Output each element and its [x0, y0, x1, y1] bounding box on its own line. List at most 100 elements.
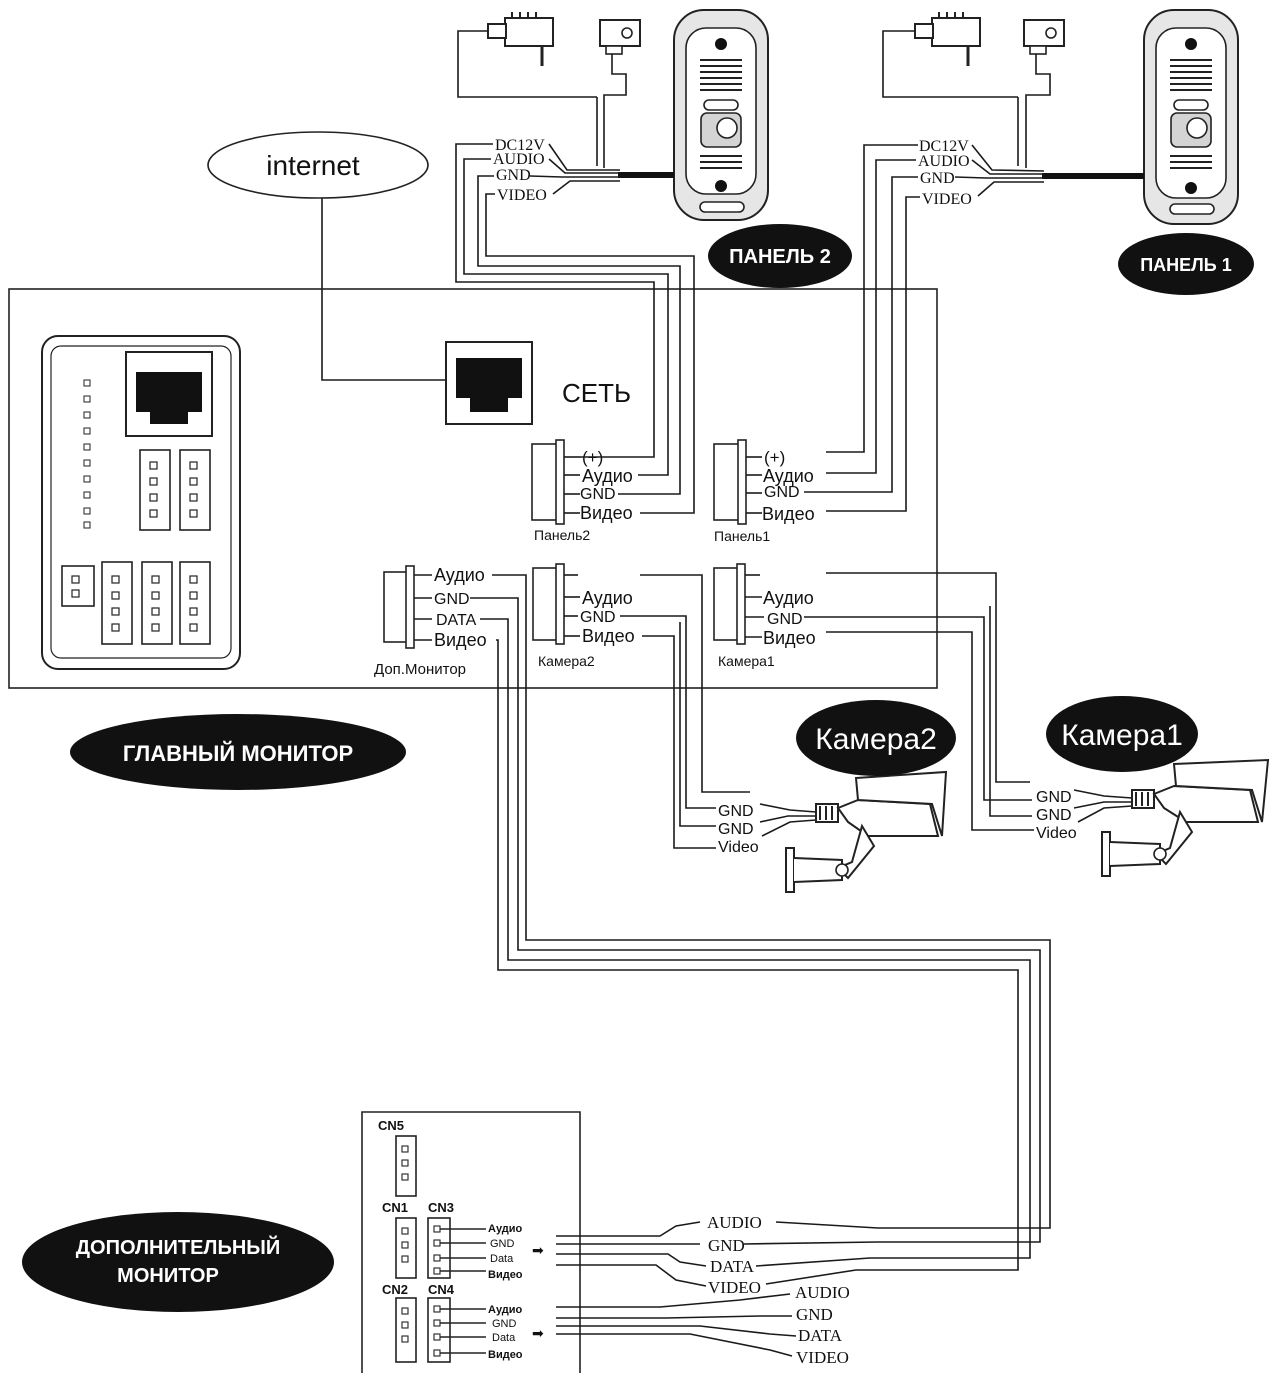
camera1-wire-video: Video	[1036, 825, 1077, 842]
svg-text:ГЛАВНЫЙ МОНИТОР: ГЛАВНЫЙ МОНИТОР	[123, 741, 353, 766]
extra-pin-audio: Аудио	[434, 565, 485, 585]
camera1-wire-gnd-1: GND	[1036, 789, 1072, 806]
extra-pin-data: DATA	[436, 612, 477, 629]
panel2-to-monitor-wires	[455, 143, 695, 514]
panel2-pin-audio: Аудио	[582, 466, 633, 486]
panel1-connector: (+) Аудио GND Видео Панель1	[713, 439, 815, 544]
cn2-label: CN2	[382, 1282, 408, 1297]
camera2-connector: Аудио GND Видео Камера2	[532, 563, 635, 669]
extra-monitor-connector: Аудио GND DATA Видео Доп.Монитор	[374, 565, 487, 678]
camera2-wires	[620, 574, 750, 849]
cn1-label: CN1	[382, 1200, 408, 1215]
cn5-label: CN5	[378, 1118, 404, 1133]
main-monitor-board	[41, 335, 241, 670]
camera1-wires	[804, 572, 1034, 831]
panel2-device	[673, 9, 769, 221]
extra-connector-caption: Доп.Монитор	[374, 661, 466, 678]
panel1-wire-gnd: GND	[920, 170, 955, 187]
bus-lower-data: DATA	[798, 1326, 843, 1345]
extra-pin-video: Видео	[434, 630, 487, 650]
cn4-pin-audio: Аудио	[488, 1304, 523, 1316]
bus-lower-audio: AUDIO	[795, 1283, 850, 1302]
cn4-output-wires	[556, 1293, 797, 1357]
camera2-pin-audio: Аудио	[582, 588, 633, 608]
badge-camera2: Камера2	[796, 700, 956, 776]
panel1-wire-audio: AUDIO	[918, 153, 970, 170]
cn3-label: CN3	[428, 1200, 454, 1215]
internet-cable	[321, 198, 445, 381]
extra-monitor-frame	[361, 1111, 581, 1373]
camera1-pin-gnd: GND	[767, 611, 803, 628]
led-indicator-column	[83, 379, 91, 529]
panel1-device	[1143, 9, 1239, 225]
badge-extra-monitor: ДОПОЛНИТЕЛЬНЫЙ МОНИТОР	[22, 1212, 334, 1312]
cn3-output-wires	[556, 1221, 707, 1287]
network-rj45-port	[445, 341, 533, 425]
camera2-device	[759, 770, 948, 893]
panel1-to-monitor-wires	[804, 144, 920, 512]
camera1-wire-gnd-2: GND	[1036, 807, 1072, 824]
badge-main-monitor: ГЛАВНЫЙ МОНИТОР	[70, 714, 406, 790]
panel2-wire-bundle	[529, 143, 620, 195]
bus-upper-data: DATA	[710, 1257, 755, 1276]
bus-upper-audio: AUDIO	[707, 1213, 762, 1232]
svg-text:Камера2: Камера2	[815, 723, 937, 756]
panel1-wire-bundle	[954, 144, 1045, 197]
bus-lower-gnd: GND	[796, 1305, 833, 1324]
network-label: СЕТЬ	[562, 378, 631, 408]
panel2-connector: (+) Аудио GND Видео Панель2	[531, 439, 633, 543]
badge-camera1: Камера1	[1046, 696, 1198, 772]
bus-tails	[743, 1221, 879, 1285]
panel2-wire-gnd: GND	[496, 167, 531, 184]
panel2-connector-caption: Панель2	[534, 527, 590, 543]
panel2-wire-video: VIDEO	[497, 187, 547, 204]
panel1-pin-video: Видео	[762, 504, 815, 524]
extra-monitor-bus	[470, 574, 1051, 1271]
panel2-lock	[599, 19, 641, 168]
bus-upper-video: VIDEO	[708, 1278, 761, 1297]
camera1-device	[1073, 758, 1270, 877]
panel2-wire-dc12v: DC12V	[495, 137, 545, 154]
cn4-pin-data: Data	[492, 1332, 516, 1344]
camera2-connector-caption: Камера2	[538, 653, 595, 669]
camera1-connector-caption: Камера1	[718, 653, 775, 669]
cn3-pin-gnd: GND	[490, 1238, 515, 1250]
panel1-power-adapter	[882, 12, 1018, 98]
cn3-arrow-icon: ➡	[532, 1242, 544, 1258]
board-pin-headers	[61, 449, 211, 645]
cn3-pin-audio: Аудио	[488, 1223, 523, 1235]
badge-panel1: ПАНЕЛЬ 1	[1118, 233, 1254, 295]
camera2-wire-video: Video	[718, 839, 759, 856]
panel2-wire-audio: AUDIO	[493, 151, 545, 168]
panel2-pin-video: Видео	[580, 503, 633, 523]
camera2-wire-gnd-1: GND	[718, 803, 754, 820]
camera2-pin-gnd: GND	[580, 609, 616, 626]
svg-text:Камера1: Камера1	[1061, 719, 1183, 752]
panel1-wire-video: VIDEO	[922, 191, 972, 208]
camera1-connector: Аудио GND Видео Камера1	[713, 563, 816, 669]
camera1-pin-audio: Аудио	[763, 588, 814, 608]
panel2-power-adapter	[457, 12, 597, 98]
svg-text:ПАНЕЛЬ 1: ПАНЕЛЬ 1	[1140, 255, 1232, 275]
panel1-pin-gnd: GND	[764, 484, 800, 501]
panel1-wire-dc12v: DC12V	[919, 138, 969, 155]
camera1-pin-video: Видео	[763, 628, 816, 648]
main-monitor-frame	[8, 288, 938, 689]
internet-label: internet	[266, 150, 360, 181]
svg-text:МОНИТОР: МОНИТОР	[117, 1265, 219, 1287]
board-rj45-port	[125, 351, 213, 437]
bus-lower-video: VIDEO	[796, 1348, 849, 1367]
extra-monitor-headers	[395, 1135, 486, 1363]
svg-text:ПАНЕЛЬ 2: ПАНЕЛЬ 2	[729, 246, 831, 268]
svg-text:ДОПОЛНИТЕЛЬНЫЙ: ДОПОЛНИТЕЛЬНЫЙ	[76, 1235, 280, 1259]
cn4-label: CN4	[428, 1282, 455, 1297]
cn3-pin-video: Видео	[488, 1269, 523, 1281]
panel2-pin-gnd: GND	[580, 486, 616, 503]
cn4-pin-video: Видео	[488, 1349, 523, 1361]
extra-pin-gnd: GND	[434, 591, 470, 608]
cn4-arrow-icon: ➡	[532, 1325, 544, 1341]
camera2-wire-gnd-2: GND	[718, 821, 754, 838]
cn3-pin-data: Data	[490, 1253, 514, 1265]
panel1-pin-plus: (+)	[764, 448, 785, 467]
panel1-lock	[1023, 19, 1065, 168]
